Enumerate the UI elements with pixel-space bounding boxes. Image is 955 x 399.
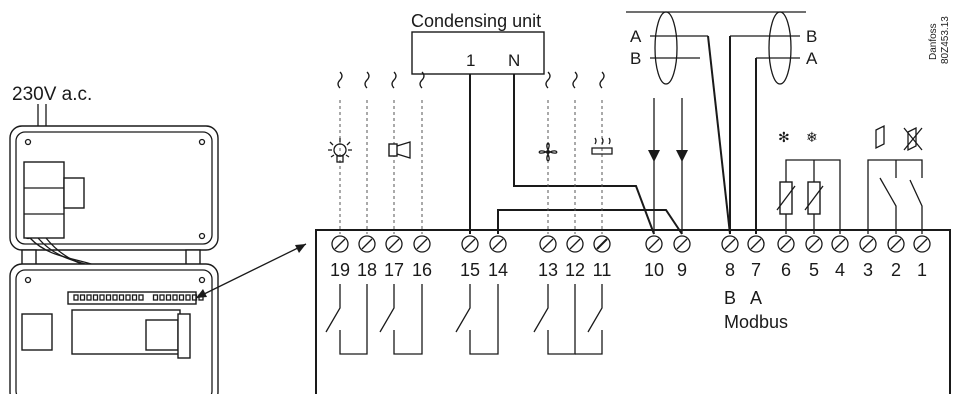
defrost-sensor-icon: ✻ — [778, 129, 790, 145]
light-bulb-icon — [328, 138, 352, 163]
terminal-number: 3 — [863, 260, 873, 280]
down-arrow-icon — [676, 150, 688, 162]
door-closed-switch-icon — [903, 126, 923, 152]
down-arrow-icon — [648, 150, 660, 162]
terminal-13: 13 — [538, 235, 558, 280]
terminal-11: 11 — [593, 235, 612, 280]
terminal-number: 8 — [725, 260, 735, 280]
condensing-unit-terminal-n: N — [508, 51, 520, 70]
modbus-terminal-a: A — [750, 288, 762, 308]
cable-right-b: B — [806, 27, 817, 46]
terminal-number: 12 — [565, 260, 585, 280]
terminal-8: 8 — [721, 235, 739, 280]
terminal-number: 11 — [593, 260, 612, 280]
svg-text:✻: ✻ — [778, 129, 790, 145]
terminal-number: 17 — [384, 260, 404, 280]
modbus-label: Modbus — [724, 312, 788, 332]
terminal-17: 17 — [384, 235, 404, 280]
transformer-module — [23, 161, 65, 239]
modbus-terminal-b: B — [724, 288, 736, 308]
terminal-number: 7 — [751, 260, 761, 280]
cable-right-a: A — [806, 49, 818, 68]
terminal-number: 19 — [330, 260, 350, 280]
condensing-unit-terminal-1: 1 — [466, 51, 475, 70]
terminal-number: 9 — [677, 260, 687, 280]
modbus-cables: A B B A — [626, 11, 818, 235]
door-switch-icon — [875, 124, 885, 150]
terminal-board — [315, 229, 951, 398]
input-arrows — [648, 98, 688, 234]
alarm-horn-icon — [388, 141, 411, 159]
defrost-heater-icon — [591, 137, 613, 155]
zoom-arrow — [195, 243, 307, 299]
terminal-number: 2 — [891, 260, 901, 280]
terminal-number: 5 — [809, 260, 819, 280]
terminal-7: 7 — [747, 235, 765, 280]
door-switch-contacts — [867, 159, 923, 234]
terminal-2: 2 — [887, 235, 905, 280]
terminal-number: 1 — [917, 260, 927, 280]
terminal-4: 4 — [831, 235, 849, 280]
terminal-18: 18 — [357, 235, 377, 280]
terminal-number: 10 — [644, 260, 664, 280]
terminal-number: 15 — [460, 260, 480, 280]
condensing-unit: Condensing unit 1 N — [411, 11, 545, 75]
terminal-19: 19 — [330, 235, 350, 280]
terminal-9: 9 — [673, 235, 691, 280]
terminal-15: 15 — [460, 235, 480, 280]
terminal-12: 12 — [565, 235, 585, 280]
terminal-5: 5 — [805, 235, 823, 280]
supply-label: 230V a.c. — [12, 84, 92, 105]
controller-illustration: 230V a.c. — [9, 84, 219, 399]
terminal-3: 3 — [859, 235, 877, 280]
fan-icon — [538, 142, 558, 162]
terminal-1: 1 — [913, 235, 931, 280]
cable-left-b: B — [630, 49, 641, 68]
cable-left-a: A — [630, 27, 642, 46]
terminal-number: 18 — [357, 260, 377, 280]
terminal-number: 14 — [488, 260, 508, 280]
terminal-14: 14 — [488, 235, 508, 280]
brand-stamp: Danfoss 80Z453.13 — [928, 16, 951, 64]
evaporator-sensor-icon: ❄ — [806, 129, 818, 145]
terminal-10: 10 — [644, 235, 664, 280]
brand-code: 80Z453.13 — [940, 16, 951, 64]
terminal-6: 6 — [777, 235, 795, 280]
condensing-unit-title: Condensing unit — [411, 11, 541, 31]
svg-text:❄: ❄ — [806, 129, 818, 145]
terminal-number: 6 — [781, 260, 791, 280]
terminal-16: 16 — [412, 235, 432, 280]
terminal-number: 4 — [835, 260, 845, 280]
brand-name: Danfoss — [928, 23, 939, 60]
sensor-elements — [776, 159, 841, 234]
terminal-number: 13 — [538, 260, 558, 280]
terminal-number: 16 — [412, 260, 432, 280]
